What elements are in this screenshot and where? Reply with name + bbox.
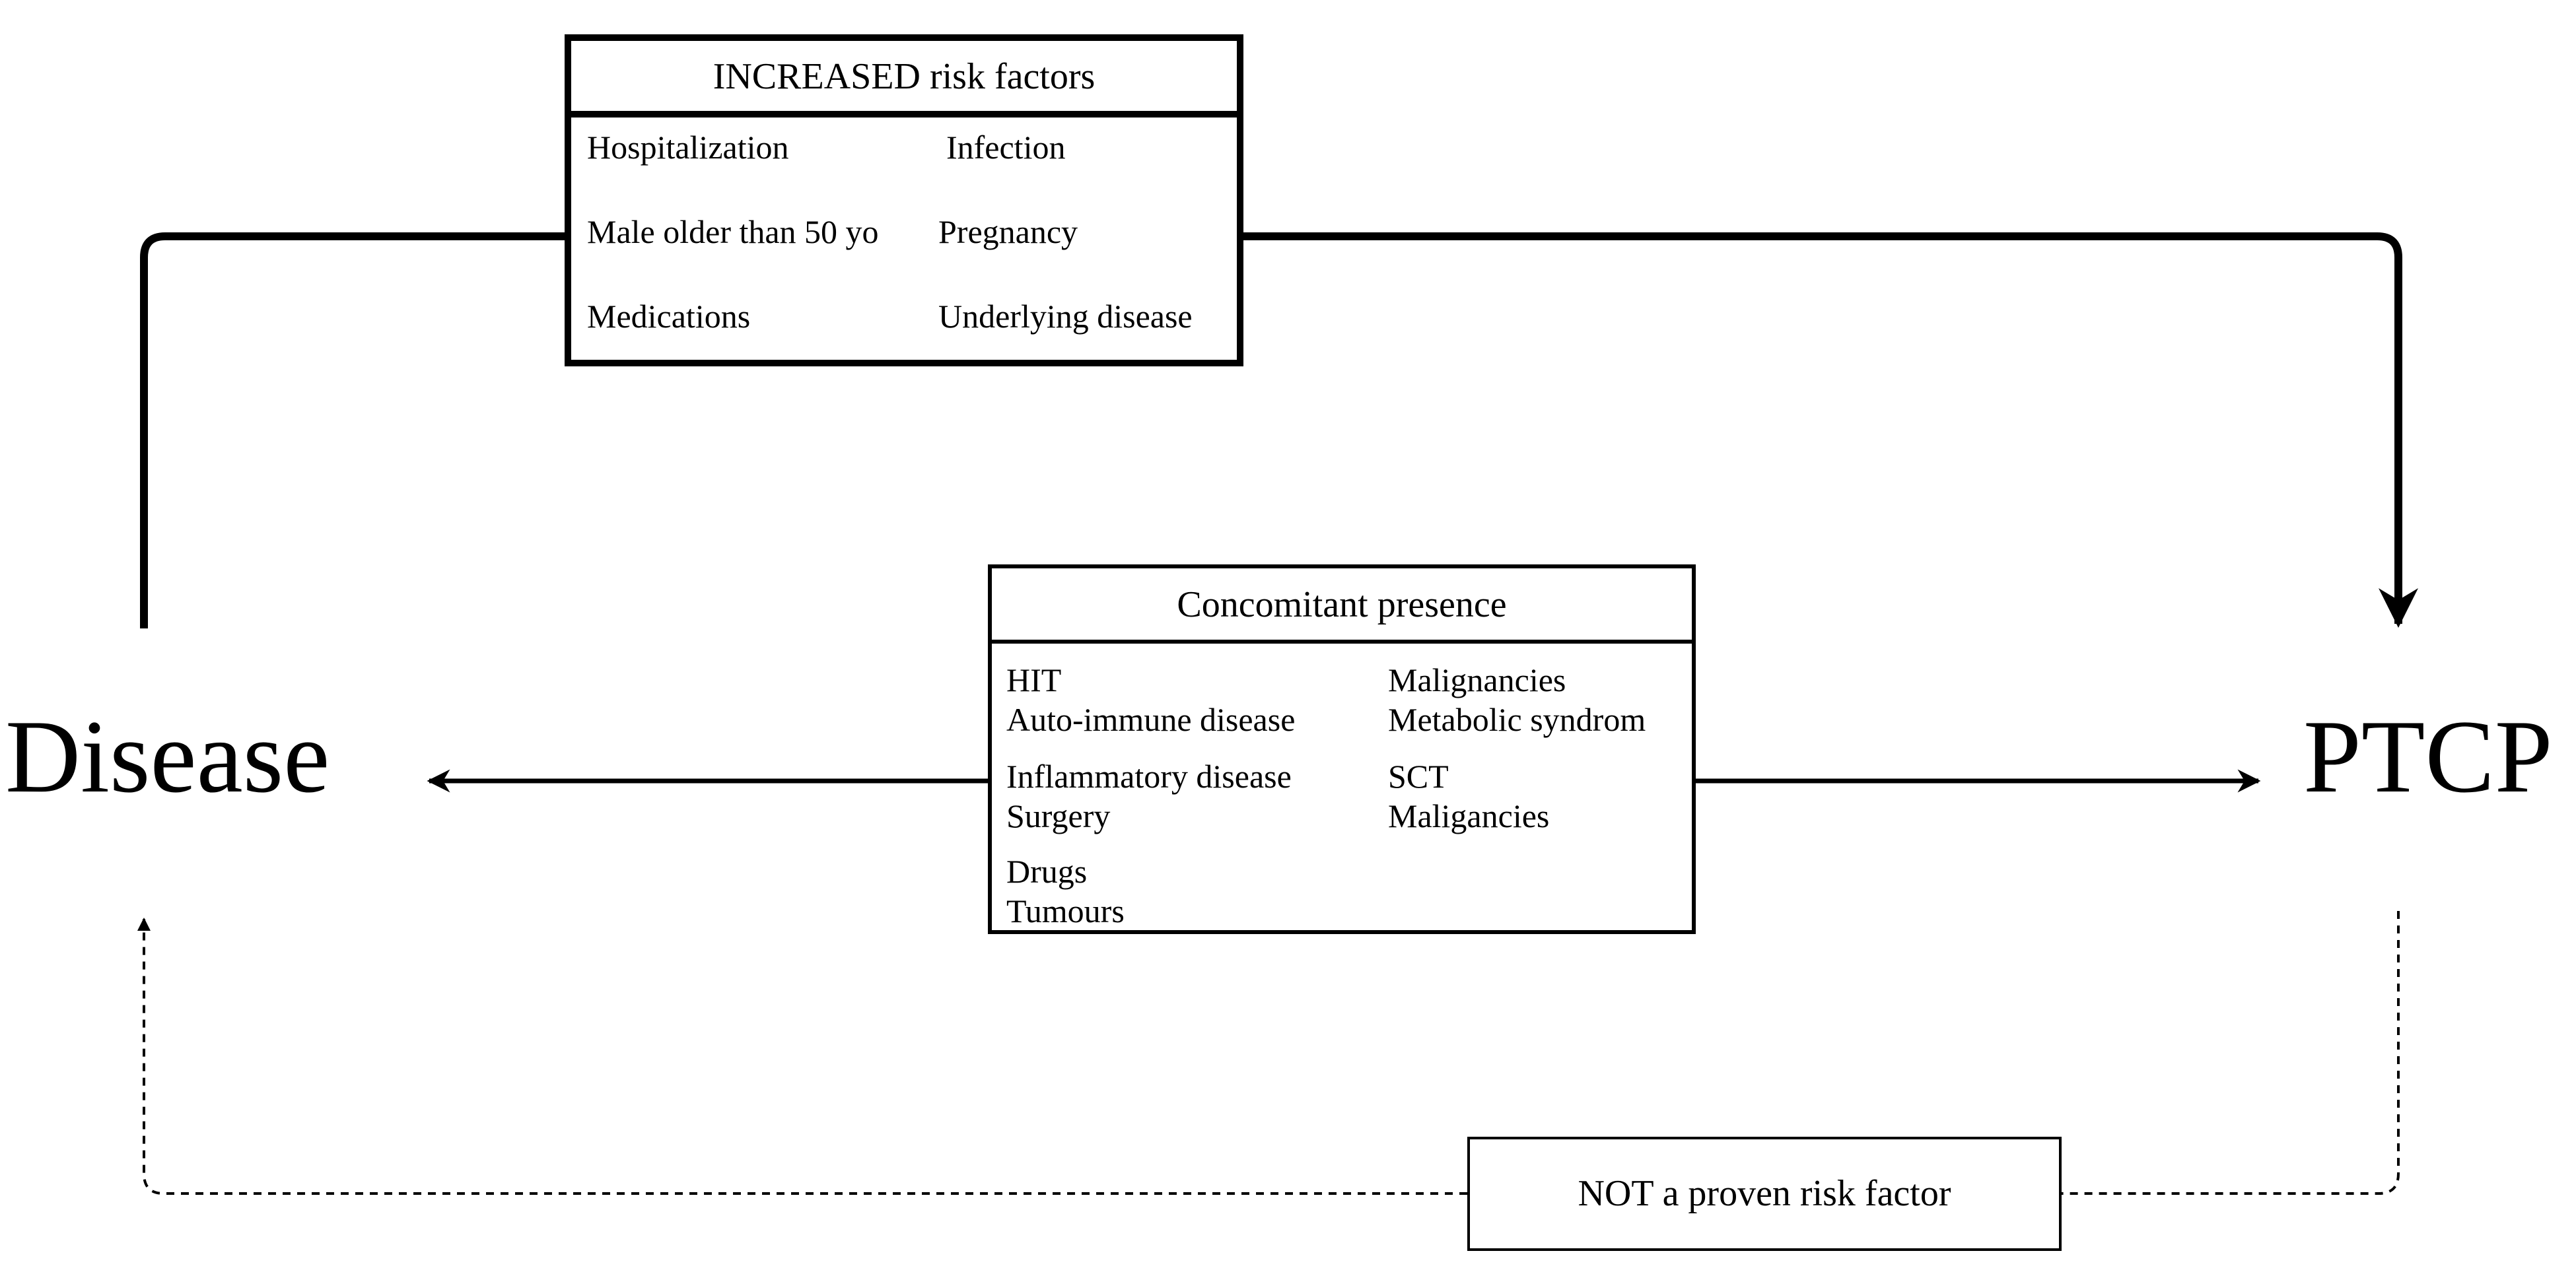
concomitant-item: Surgery [1006,797,1111,834]
increased-risk-arrow [140,232,2398,628]
risk-factor-item: Medications [587,298,751,335]
concomitant-presence-title: Concomitant presence [992,568,1692,644]
increased-risk-factors-box: INCREASED risk factors Hospitalization I… [565,34,1243,366]
risk-factor-item: Pregnancy [938,213,1078,250]
not-proven-dashed-arrow [144,911,2400,1195]
ptcp-node: PTCP [2303,699,2553,815]
concomitant-item: Drugs [1006,853,1088,890]
concomitant-item: HIT [1006,661,1062,698]
concomitant-item: Auto-immune disease [1006,701,1296,738]
risk-factor-item: Hospitalization [587,129,789,166]
not-proven-risk-factor-box: NOT a proven risk factor [1467,1137,2062,1251]
concomitant-item: Maligancies [1388,797,1550,834]
risk-factor-item: Infection [946,129,1066,166]
concomitant-item: SCT [1388,758,1449,795]
increased-risk-factors-title: INCREASED risk factors [571,41,1237,118]
concomitant-item: Malignancies [1388,661,1566,698]
risk-factor-item: Male older than 50 yo [587,213,879,250]
risk-factor-item: Underlying disease [938,298,1193,335]
concomitant-item: Tumours [1006,892,1125,929]
concomitant-item: Inflammatory disease [1006,758,1292,795]
concomitant-item: Metabolic syndrom [1388,701,1646,738]
disease-node: Disease [5,699,330,815]
concomitant-presence-box: Concomitant presence HIT Malignancies Au… [988,564,1696,934]
